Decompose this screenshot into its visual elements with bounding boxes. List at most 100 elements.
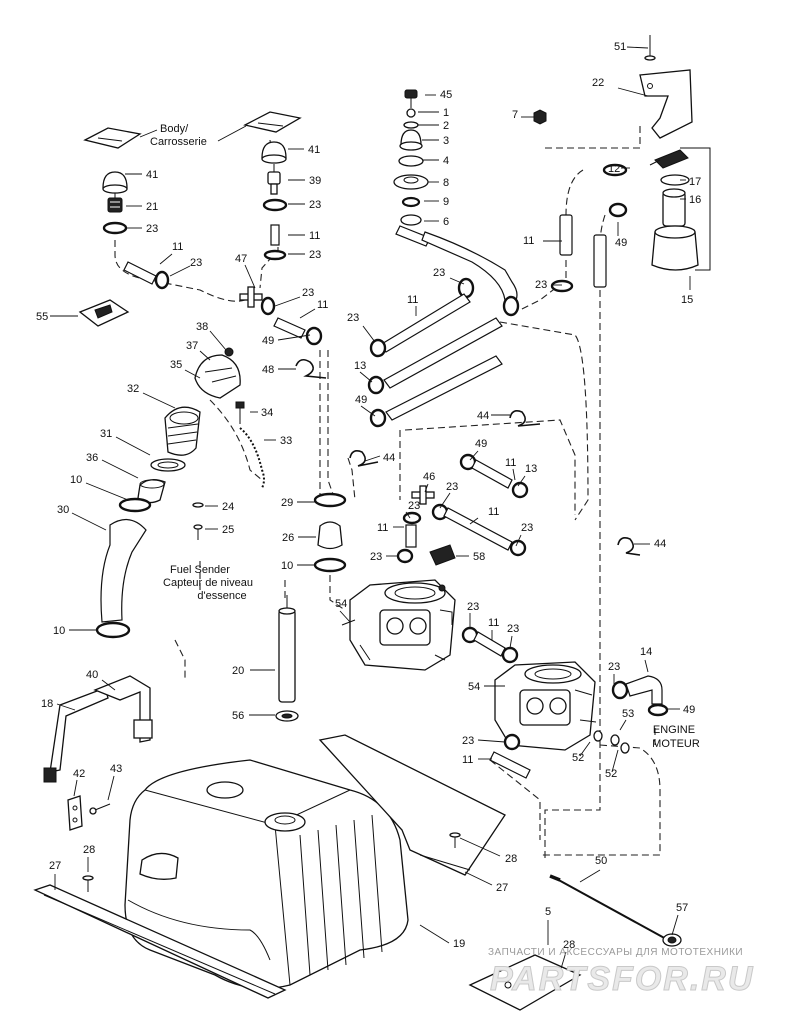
part-callout-34: 34: [261, 407, 273, 419]
part-callout-56: 56: [232, 710, 244, 722]
part-callout-51: 51: [614, 41, 626, 53]
part-callout-7: 7: [512, 109, 518, 121]
part-callout-45: 45: [440, 89, 452, 101]
part-callout-11: 11: [377, 522, 388, 534]
callout-leader: [449, 277, 465, 285]
part-callout-22: 22: [592, 77, 604, 89]
part-callout-11: 11: [488, 506, 499, 518]
callout-leader: [339, 610, 351, 623]
clamp-23-47: [260, 296, 276, 316]
part-callout-17: 17: [689, 176, 701, 188]
callout-leader: [277, 334, 311, 341]
callout-leader: [579, 741, 591, 757]
callout-leader: [459, 837, 501, 857]
note-sender-line3: d'essence: [197, 590, 246, 602]
part-callout-11: 11: [523, 235, 534, 247]
part-callout-36: 36: [86, 452, 98, 464]
part-callout-50: 50: [595, 855, 607, 867]
callout-leader: [671, 914, 679, 936]
part-callout-52: 52: [605, 768, 617, 780]
callout-leader: [299, 308, 316, 319]
filler-hose-30: [100, 519, 147, 623]
part-callout-23: 23: [408, 500, 420, 512]
part-callout-55: 55: [36, 311, 48, 323]
watermark-logo: PARTSFOR.RU: [490, 960, 754, 998]
part-callout-33: 33: [280, 435, 292, 447]
t-fitting-47: [239, 286, 263, 308]
callout-leader: [115, 436, 151, 456]
part-callout-28: 28: [505, 853, 517, 865]
callout-leader: [617, 87, 649, 97]
note-sender-line2: Capteur de niveau: [163, 577, 253, 589]
valve-21: [107, 193, 123, 213]
hose-14: [611, 675, 669, 717]
support-rail-27-left: [33, 884, 287, 999]
part-callout-52: 52: [572, 752, 584, 764]
part-callout-49: 49: [355, 394, 367, 406]
callout-leader: [611, 749, 619, 773]
callout-leader: [469, 450, 479, 461]
part-callout-23: 23: [190, 257, 202, 269]
part-callout-11: 11: [407, 294, 418, 306]
watermark: ЗАПЧАСТИ И АКСЕССУАРЫ ДЛЯ МОТОТЕХНИКИ PA…: [488, 947, 754, 999]
part-callout-38: 38: [196, 321, 208, 333]
part-callout-21: 21: [146, 201, 158, 213]
part-callout-43: 43: [110, 763, 122, 775]
part-callout-3: 3: [443, 135, 449, 147]
part-callout-58: 58: [473, 551, 485, 563]
fuel-tank-19: [124, 759, 409, 989]
plate-5: [468, 954, 582, 1011]
gasket-31: [150, 458, 186, 472]
bolt-51: [644, 35, 656, 61]
callout-leader: [517, 475, 526, 487]
part-callout-41: 41: [146, 169, 158, 181]
callout-leader: [644, 659, 649, 673]
hose-11-small: [396, 511, 422, 564]
part-callout-32: 32: [127, 383, 139, 395]
part-callout-26: 26: [282, 532, 294, 544]
part-callout-23: 23: [467, 601, 479, 613]
callout-leader: [469, 517, 479, 525]
carburetor-upper: [341, 579, 456, 671]
note-body-line2: Carrosserie: [150, 136, 207, 148]
part-callout-24: 24: [222, 501, 234, 513]
callout-leader: [360, 405, 376, 417]
note-engine-line2: MOTEUR: [652, 738, 700, 750]
part-callout-25: 25: [222, 524, 234, 536]
part-callout-23: 23: [608, 661, 620, 673]
part-callout-15: 15: [681, 294, 693, 306]
part-callout-49: 49: [683, 704, 695, 716]
part-callout-11: 11: [462, 754, 473, 766]
clamp-29: [313, 492, 347, 508]
grommet-41-right: [261, 141, 287, 164]
part-callout-42: 42: [73, 768, 85, 780]
part-callout-44: 44: [654, 538, 666, 550]
part-callout-49: 49: [475, 438, 487, 450]
part-callout-4: 4: [443, 155, 449, 167]
clamp-23-left: [102, 221, 128, 235]
part-callout-54: 54: [468, 681, 480, 693]
part-callout-5: 5: [545, 906, 551, 918]
part-callout-49: 49: [262, 335, 274, 347]
body-plate-right: [243, 111, 302, 133]
callout-leader: [464, 871, 493, 886]
filter-head-15: [649, 147, 711, 271]
part-callout-23: 23: [507, 623, 519, 635]
part-callout-44: 44: [477, 410, 489, 422]
part-callout-27: 27: [496, 882, 508, 894]
part-callout-23: 23: [309, 199, 321, 211]
callout-leader: [619, 719, 627, 731]
part-callout-23: 23: [302, 287, 314, 299]
part-callout-1: 1: [443, 107, 449, 119]
clamp-10-lower: [95, 621, 131, 639]
part-callout-30: 30: [57, 504, 69, 516]
part-callout-41: 41: [308, 144, 320, 156]
washers-52-53: [593, 730, 630, 754]
part-callout-54: 54: [335, 598, 347, 610]
callout-leader: [244, 264, 256, 289]
note-engine-line1: ENGINE: [653, 724, 695, 736]
filler-neck-32: [164, 406, 201, 456]
part-callout-23: 23: [521, 522, 533, 534]
part-callout-31: 31: [100, 428, 112, 440]
